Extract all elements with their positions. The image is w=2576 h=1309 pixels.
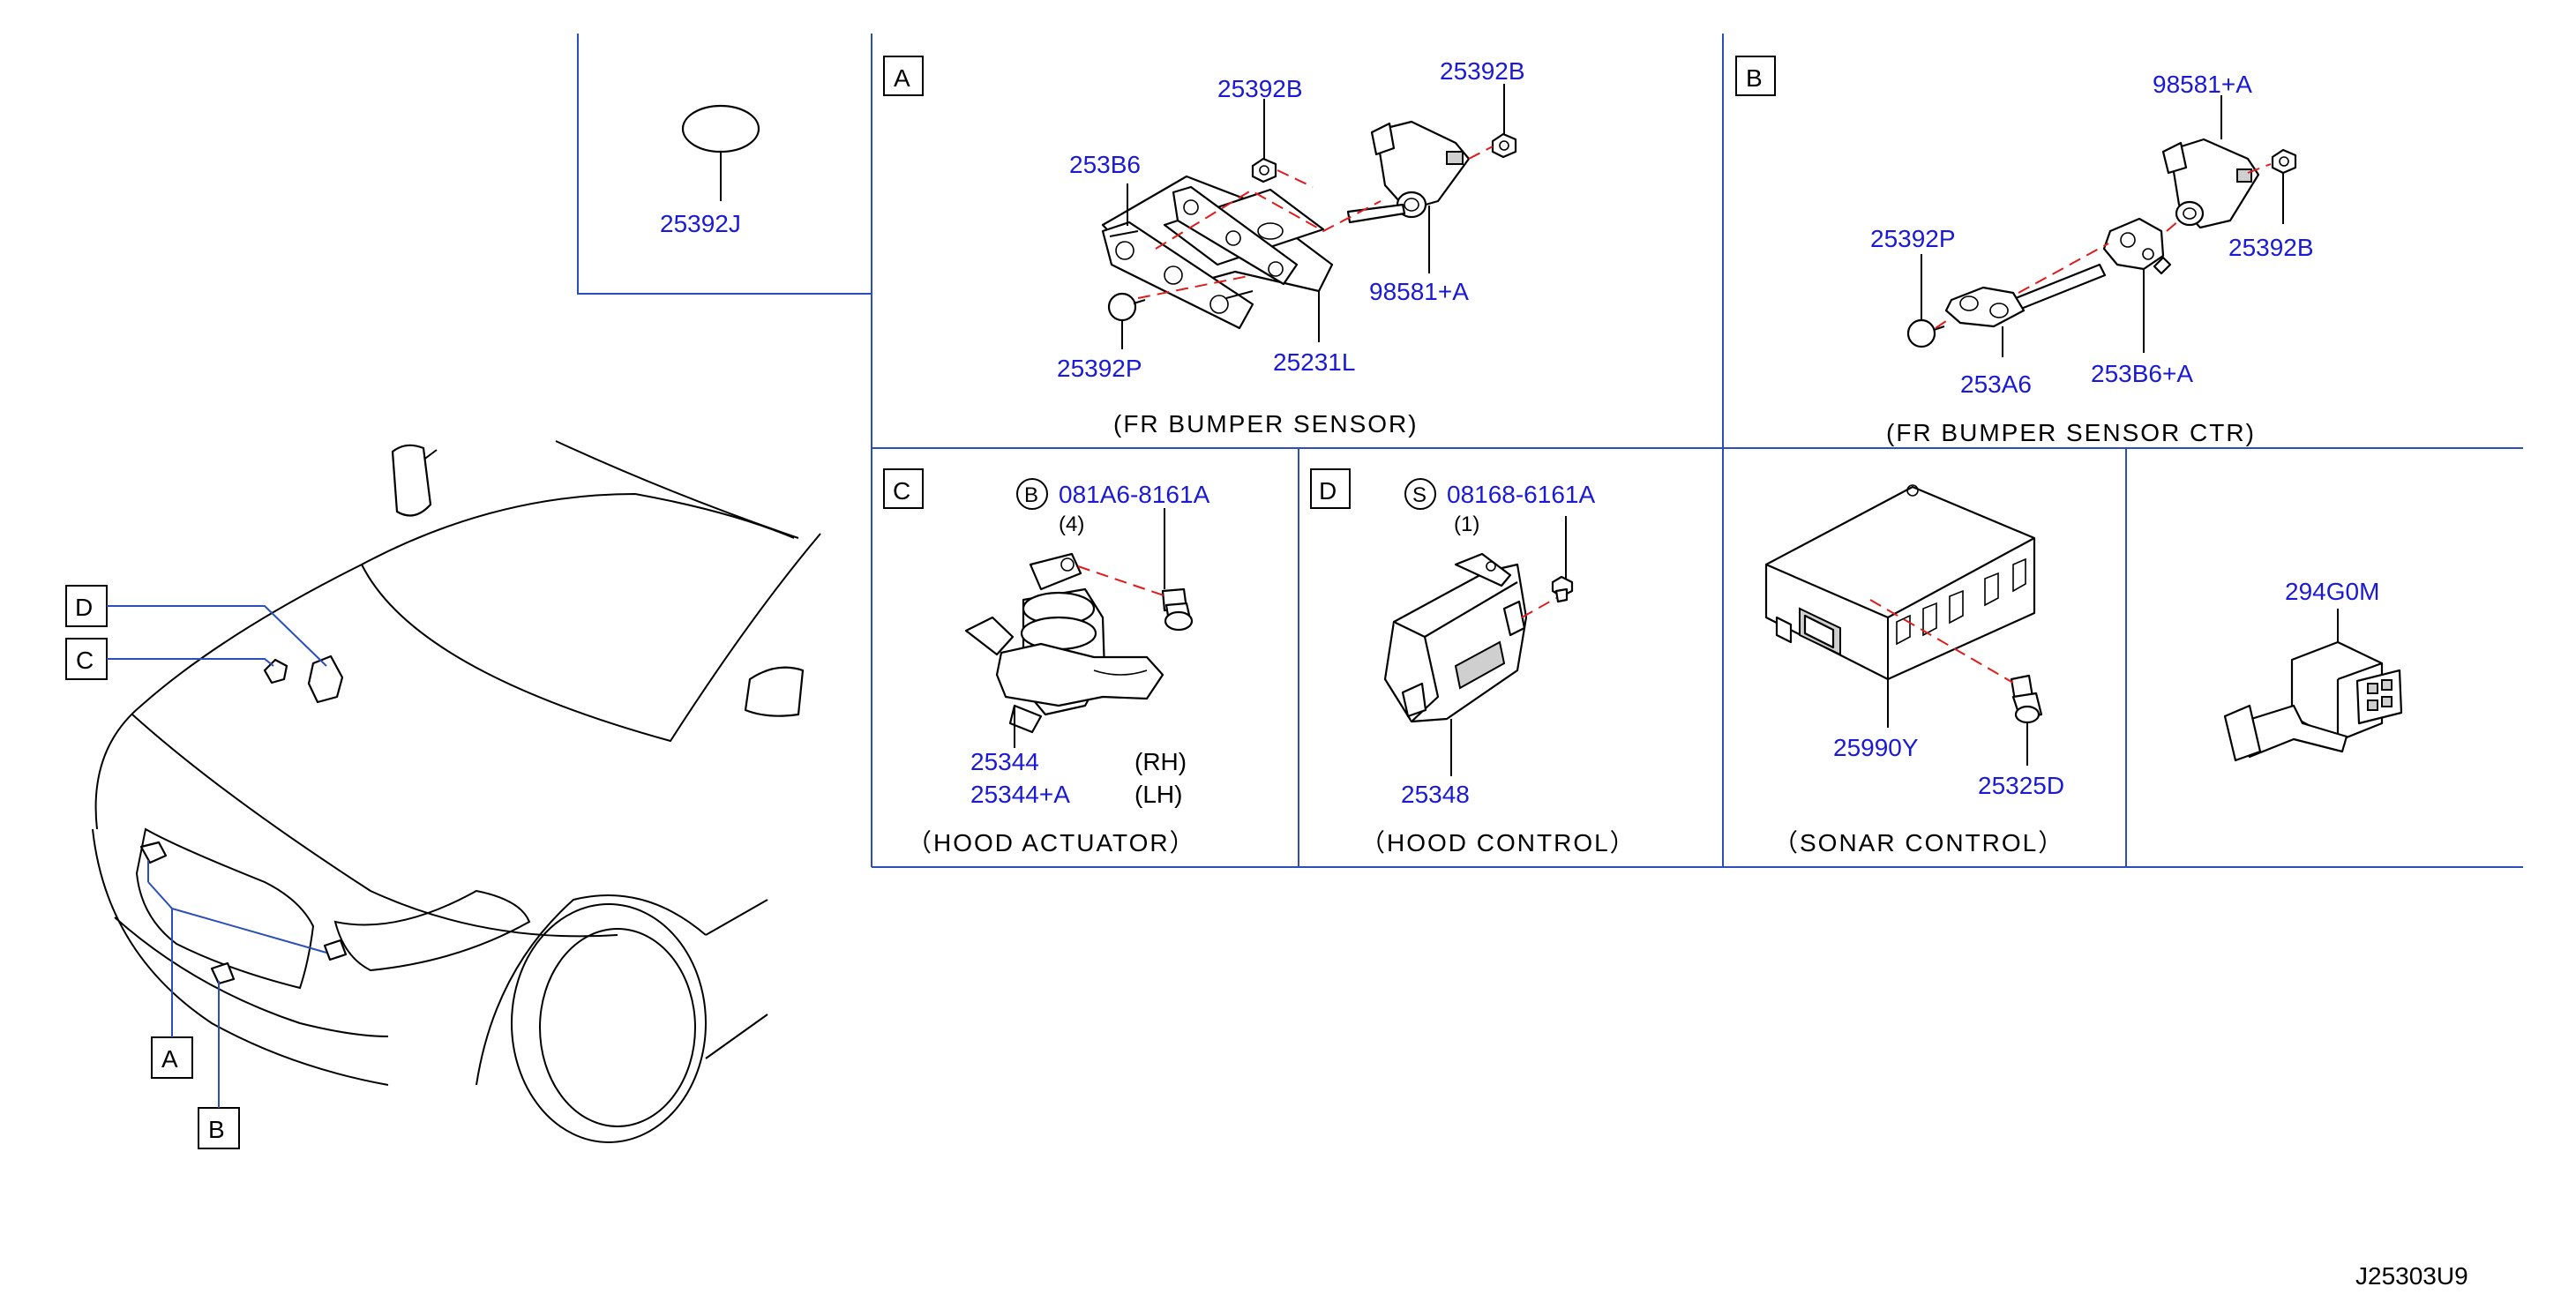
plug-cap-icon [681, 104, 760, 153]
clip-icon [1906, 318, 1945, 348]
nut-icon [1251, 157, 1277, 183]
panel-label-a: A [894, 64, 910, 92]
part-25392j-group: 25392J [660, 104, 760, 237]
panel-harness: 294G0M [2223, 578, 2403, 762]
nut-icon [1491, 132, 1517, 159]
part-number[interactable]: 25392P [1870, 225, 1956, 252]
panel-b: B [1735, 56, 2314, 446]
panel-caption: （SONAR CONTROL） [1773, 829, 2064, 856]
quantity: (1) [1454, 512, 1479, 536]
bolt-icon [1551, 575, 1574, 603]
part-number[interactable]: 25325D [1978, 772, 2064, 799]
callout-label: A [161, 1045, 178, 1073]
panel-sonar-control: 25990Y 25325D （SONAR CONTROL） [1764, 484, 2064, 856]
part-number[interactable]: 98581+A [1369, 278, 1469, 305]
panel-grid [577, 34, 2523, 868]
part-number[interactable]: 081A6-8161A [1059, 481, 1210, 508]
side-label: (RH) [1134, 748, 1187, 775]
callout-label: C [76, 647, 94, 674]
panel-label-b: B [1746, 64, 1763, 92]
part-number[interactable]: 25392P [1057, 355, 1142, 382]
panel-caption: (FR BUMPER SENSOR CTR) [1886, 419, 2256, 446]
bolt-icon [2010, 674, 2043, 724]
part-number[interactable]: 253B6 [1069, 151, 1141, 178]
callout-label: B [208, 1116, 225, 1143]
part-number[interactable]: 25392J [660, 210, 741, 237]
plate-icon [2102, 217, 2172, 275]
panel-label-d: D [1319, 477, 1337, 505]
nut-icon [2271, 148, 2297, 175]
callout-label: D [75, 594, 93, 621]
part-number[interactable]: 08168-6161A [1447, 481, 1595, 508]
sensor-icon [2161, 138, 2260, 229]
sensor-icon [1346, 120, 1471, 224]
part-number[interactable]: 25344+A [970, 781, 1070, 808]
plate-icon [1101, 185, 1299, 330]
panel-caption: (FR BUMPER SENSOR) [1113, 410, 1419, 438]
panel-a: A [883, 56, 1525, 438]
clip-icon [1107, 292, 1146, 322]
quantity: (4) [1059, 512, 1084, 536]
panel-d: D S 08168-6161A (1) 25348 （HOOD CONTROL） [1310, 468, 1636, 856]
sonar-control-unit-icon [1764, 484, 2036, 681]
connector-harness-icon [2223, 640, 2403, 762]
part-number[interactable]: 25392B [1440, 57, 1525, 85]
part-number[interactable]: 253A6 [1960, 370, 2032, 398]
diagram-code: J25303U9 [2355, 1262, 2468, 1290]
bolt-icon [1161, 587, 1194, 632]
panel-caption: （HOOD CONTROL） [1360, 829, 1636, 856]
part-number[interactable]: 25392B [1217, 75, 1303, 102]
bolt-symbol: B [1024, 483, 1038, 507]
hood-actuator-icon [964, 552, 1164, 734]
part-number[interactable]: 253B6+A [2091, 360, 2193, 387]
part-number[interactable]: 98581+A [2153, 71, 2252, 98]
hood-control-unit-icon [1383, 552, 1528, 723]
part-number[interactable]: 25344 [970, 748, 1039, 775]
part-number[interactable]: 25990Y [1833, 734, 1919, 761]
part-number[interactable]: 294G0M [2285, 578, 2379, 605]
mirror-icon [391, 444, 432, 517]
part-number[interactable]: 25392B [2228, 234, 2314, 261]
panel-c: C B 081A6-8161A (4) 25344 25344+A (RH) [883, 468, 1210, 856]
panel-caption: （HOOD ACTUATOR） [907, 829, 1196, 856]
bolt-symbol: S [1412, 483, 1427, 507]
panel-label-c: C [893, 477, 910, 505]
stud-icon [1944, 263, 2107, 328]
vehicle-overview: D C A B [65, 440, 821, 1149]
part-number[interactable]: 25231L [1273, 348, 1355, 376]
side-label: (LH) [1134, 781, 1182, 808]
part-number[interactable]: 25348 [1401, 781, 1470, 808]
